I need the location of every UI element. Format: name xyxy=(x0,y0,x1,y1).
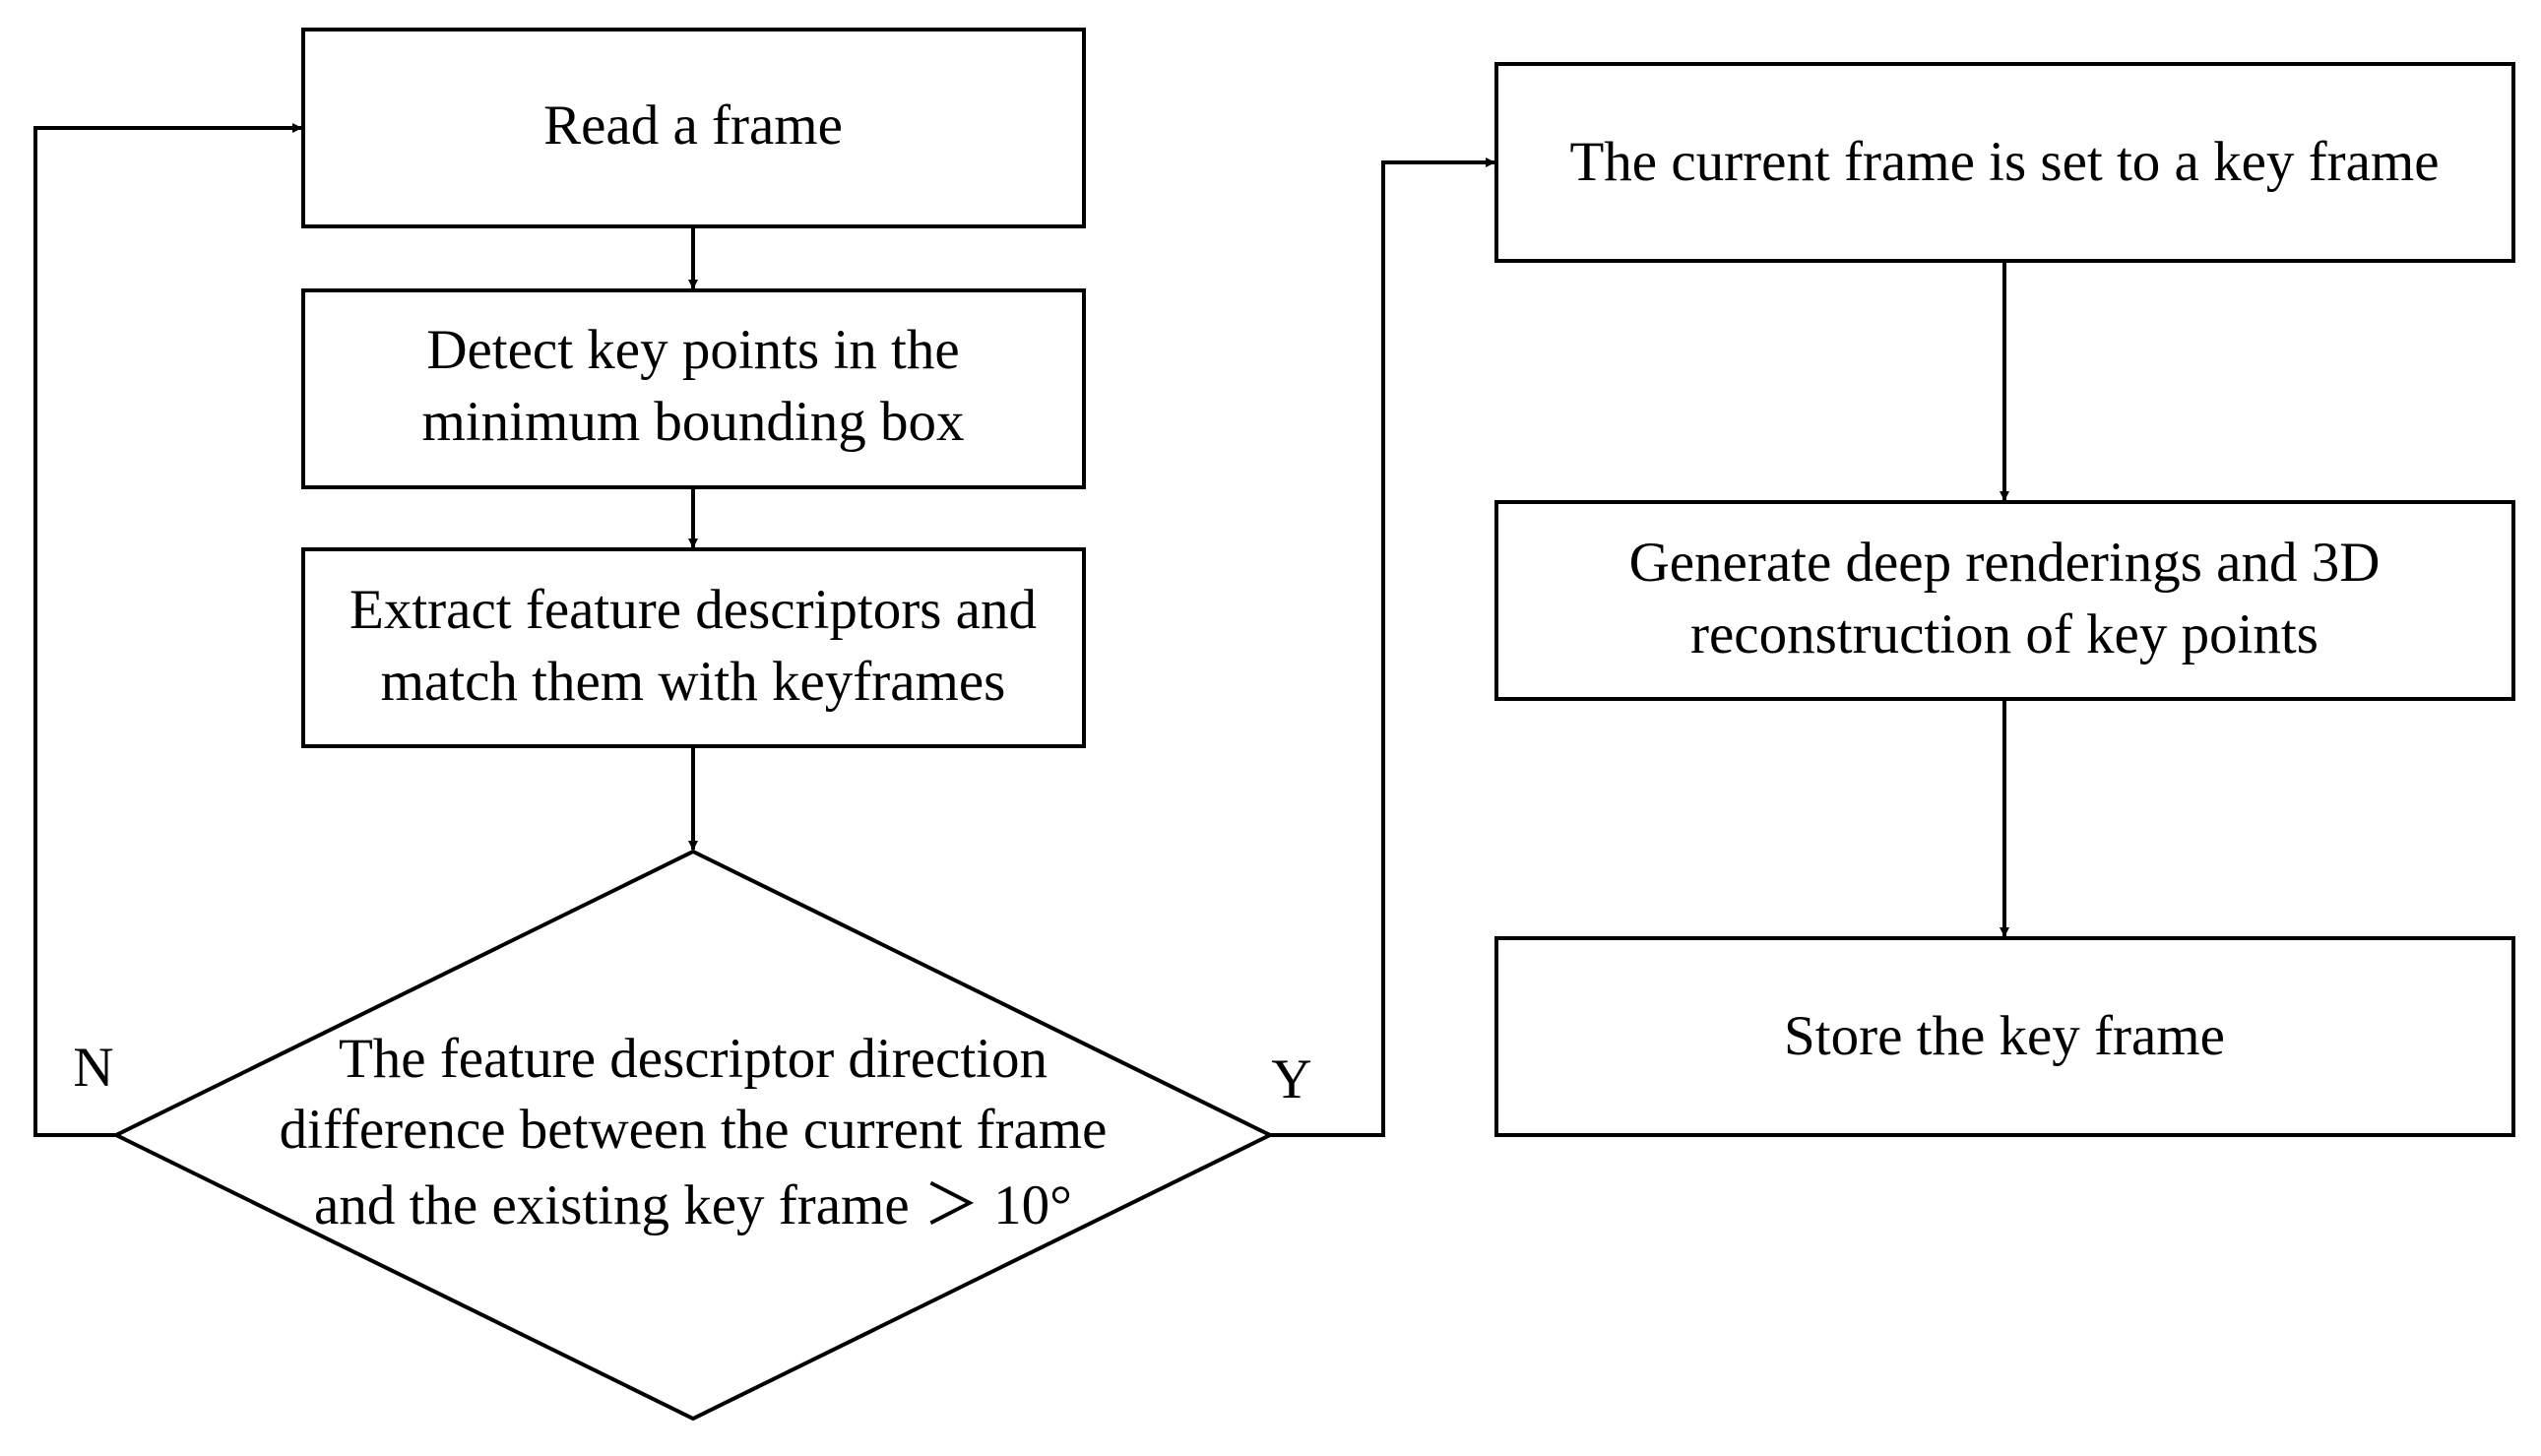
decision-diamond xyxy=(111,849,1275,1422)
decision-step: The feature descriptor direction differe… xyxy=(111,849,1275,1422)
decision-line3: and the existing key frame ＞ 10° xyxy=(314,1174,1072,1236)
no-branch-label: N xyxy=(73,1037,113,1099)
extract-descriptors-box xyxy=(301,547,1086,748)
extract-descriptors-step: Extract feature descriptors and match th… xyxy=(301,547,1086,748)
read-frame-step: Read a frame xyxy=(301,28,1086,228)
store-keyframe-text: Store the key frame xyxy=(1784,1005,2225,1067)
read-frame-box xyxy=(301,28,1086,228)
generate-reconstruction-step: Generate deep renderings and 3D reconstr… xyxy=(1494,500,2515,701)
detect-keypoints-box xyxy=(301,288,1086,489)
arrow-yes-branch xyxy=(1270,158,1495,1137)
set-keyframe-step: The current frame is set to a key frame xyxy=(1494,62,2515,263)
decision-line1: The feature descriptor direction xyxy=(339,1028,1048,1090)
read-frame-text: Read a frame xyxy=(543,95,843,157)
detect-keypoints-step: Detect key points in the minimum boundin… xyxy=(301,288,1086,489)
generate-reconstruction-line1: Generate deep renderings and 3D xyxy=(1629,532,2381,594)
extract-descriptors-line2: match them with keyframes xyxy=(381,651,1006,713)
arrow-no-loop xyxy=(33,123,302,1137)
detect-keypoints-line2: minimum bounding box xyxy=(421,391,964,453)
generate-reconstruction-box xyxy=(1494,500,2515,701)
detect-keypoints-line1: Detect key points in the xyxy=(426,319,959,381)
yes-branch-label: Y xyxy=(1271,1048,1311,1110)
store-keyframe-box xyxy=(1494,936,2515,1137)
store-keyframe-step: Store the key frame xyxy=(1494,936,2515,1137)
set-keyframe-box xyxy=(1494,62,2515,263)
decision-line2: difference between the current frame xyxy=(280,1099,1108,1161)
extract-descriptors-line1: Extract feature descriptors and xyxy=(349,579,1037,641)
set-keyframe-text: The current frame is set to a key frame xyxy=(1569,131,2439,193)
generate-reconstruction-line2: reconstruction of key points xyxy=(1690,603,2319,665)
